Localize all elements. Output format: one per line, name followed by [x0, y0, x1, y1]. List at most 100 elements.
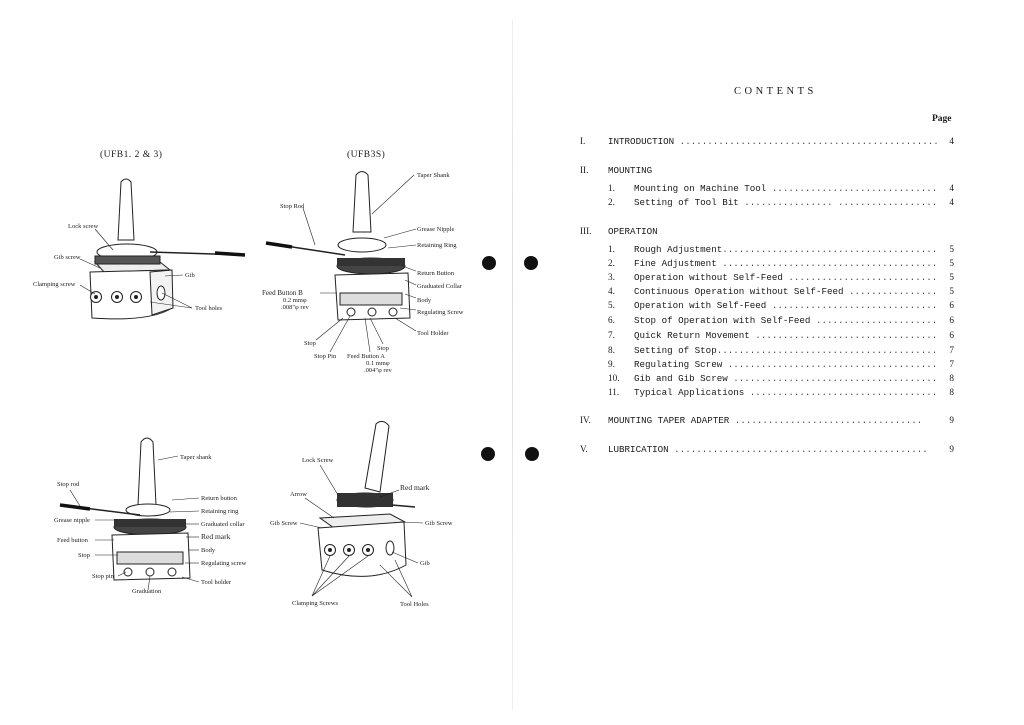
label-feed-a-in: .004"φ rev — [364, 367, 392, 374]
label-gib: Gib — [185, 272, 195, 279]
label-lock-screw-4: Lock Screw — [302, 457, 334, 464]
toc-item-num: 10. — [608, 373, 620, 383]
toc-entry: Operation with Self-Feed ...............… — [634, 300, 938, 311]
toc-item-page: 6 — [949, 300, 954, 310]
toc-entry: Typical Applications ...................… — [634, 387, 938, 398]
toc-item-title: Operation without Self-Feed — [634, 272, 783, 283]
binding-hole — [525, 447, 539, 461]
binding-hole — [524, 256, 538, 270]
toc-item: 7. Quick Return Movement ...............… — [512, 330, 1024, 343]
fig1-drawing — [79, 178, 246, 320]
label-retaining-ring: Retaining Ring — [417, 242, 457, 249]
toc-item-page: 7 — [949, 345, 954, 355]
toc-item-title: Gib and Gib Screw — [634, 373, 728, 384]
label-taper-shank-3: Taper shank — [180, 454, 212, 461]
toc-item: 2. Setting of Tool Bit ................ … — [512, 197, 1024, 210]
label-gib-screw-right-4: Gib Screw — [425, 520, 453, 527]
label-feed-b-in: .008"φ rev — [281, 304, 309, 311]
toc-entry: Mounting on Machine Tool ...............… — [634, 183, 938, 194]
toc-title: MOUNTING TAPER ADAPTER — [608, 415, 730, 426]
label-graduated-collar: Graduated Collar — [417, 283, 462, 290]
toc-section: V. LUBRICATION .........................… — [512, 444, 1024, 457]
label-arrow-4: Arrow — [290, 491, 307, 498]
toc-entry: Quick Return Movement ..................… — [634, 330, 938, 341]
toc-entry: Fine Adjustment ........................… — [634, 258, 938, 269]
toc-entry: Operation without Self-Feed ............… — [634, 272, 938, 283]
label-clamping-screw: Clamping screw — [33, 281, 76, 288]
toc-item: 1. Rough Adjustment.....................… — [512, 244, 1024, 257]
toc-item-title: Continuous Operation without Self-Feed — [634, 286, 844, 297]
toc-item: 5. Operation with Self-Feed ............… — [512, 300, 1024, 313]
toc-item: 1. Mounting on Machine Tool ............… — [512, 183, 1024, 196]
toc-section: IV. MOUNTING TAPER ADAPTER .............… — [512, 415, 1024, 428]
toc-entry: INTRODUCTION ...........................… — [608, 136, 938, 147]
toc-item: 8. Setting of Stop......................… — [512, 345, 1024, 358]
label-feed-a-mm: 0.1 mmφ — [366, 360, 390, 367]
toc-item-page: 5 — [949, 286, 954, 296]
label-clamping-screws-4: Clamping Screws — [292, 600, 339, 607]
toc-item-num: 2. — [608, 258, 615, 268]
toc-item-num: 7. — [608, 330, 615, 340]
label-tool-holder-3: Tool holder — [201, 579, 232, 586]
label-feed-b-mm: 0.2 mmφ — [283, 297, 307, 304]
toc-item-num: 8. — [608, 345, 615, 355]
toc-item-title: Operation with Self-Feed — [634, 300, 767, 311]
binding-hole — [481, 447, 495, 461]
toc-item-title: Quick Return Movement — [634, 330, 750, 341]
label-stop-pin-3: Stop pin — [92, 573, 114, 580]
toc-item-title: Setting of Stop — [634, 345, 717, 356]
toc-item: 6. Stop of Operation with Self-Feed ....… — [512, 315, 1024, 328]
toc-item-page: 6 — [949, 330, 954, 340]
toc-item: 4. Continuous Operation without Self-Fee… — [512, 286, 1024, 299]
label-red-mark-4: Red mark — [400, 483, 430, 492]
toc-page: 4 — [949, 136, 954, 146]
fig2-caption: (UFB3S) — [347, 150, 386, 160]
toc-page: 9 — [949, 444, 954, 454]
toc-item-num: 1. — [608, 244, 615, 254]
label-stop-right: Stop — [377, 345, 389, 352]
label-stop-pin: Stop Pin — [314, 353, 337, 360]
toc-item-title: Typical Applications — [634, 387, 745, 398]
toc-item-num: 3. — [608, 272, 615, 282]
toc-entry: LUBRICATION ............................… — [608, 444, 928, 455]
label-gib-4: Gib — [420, 560, 430, 567]
label-stop-rod-3: Stop rod — [57, 481, 80, 488]
toc-item: 10. Gib and Gib Screw ..................… — [512, 373, 1024, 386]
label-stop-3: Stop — [78, 552, 90, 559]
label-stop-left: Stop — [304, 340, 316, 347]
toc-item-title: Mounting on Machine Tool — [634, 183, 767, 194]
toc-item-num: 1. — [608, 183, 615, 193]
fig2-drawing — [265, 171, 417, 353]
toc-item-num: 11. — [608, 387, 620, 397]
label-graduated-collar-3: Graduated collar — [201, 521, 245, 528]
toc-item-title: Setting of Tool Bit — [634, 197, 739, 208]
toc-item-title: Rough Adjustment — [634, 244, 723, 255]
toc-entry: Continuous Operation without Self-Feed .… — [634, 286, 938, 297]
label-return-button-3: Return button — [201, 495, 237, 502]
toc-section: II. MOUNTING — [512, 165, 1024, 178]
label-gib-screw-left-4: Gib Screw — [270, 520, 298, 527]
binding-hole — [482, 256, 496, 270]
toc-item-num: 9. — [608, 359, 615, 369]
label-tool-holder: Tool Holder — [417, 330, 449, 337]
label-stop-rod: Stop Rod — [280, 203, 305, 210]
toc-item-num: 2. — [608, 197, 615, 207]
label-red-mark-3: Red mark — [201, 532, 231, 541]
toc-item-page: 8 — [949, 387, 954, 397]
label-tool-holes: Tool holes — [195, 305, 223, 312]
label-lock-screw: Lock screw — [68, 223, 99, 230]
fig3-drawing — [59, 437, 200, 591]
toc-entry: MOUNTING TAPER ADAPTER .................… — [608, 415, 923, 426]
toc-num: V. — [580, 444, 588, 454]
label-body: Body — [417, 297, 432, 304]
label-return-button: Return Button — [417, 270, 455, 277]
toc-item: 11. Typical Applications ...............… — [512, 387, 1024, 400]
contents-title: CONTENTS — [734, 86, 817, 97]
toc-item-title: Fine Adjustment — [634, 258, 717, 269]
toc-item-num: 6. — [608, 315, 615, 325]
toc-item: 3. Operation without Self-Feed .........… — [512, 272, 1024, 285]
toc-item-page: 7 — [949, 359, 954, 369]
label-feed-button-a: Feed Button A — [347, 353, 385, 360]
label-feed-button-b: Feed Button B — [262, 289, 303, 297]
toc-item-num: 5. — [608, 300, 615, 310]
